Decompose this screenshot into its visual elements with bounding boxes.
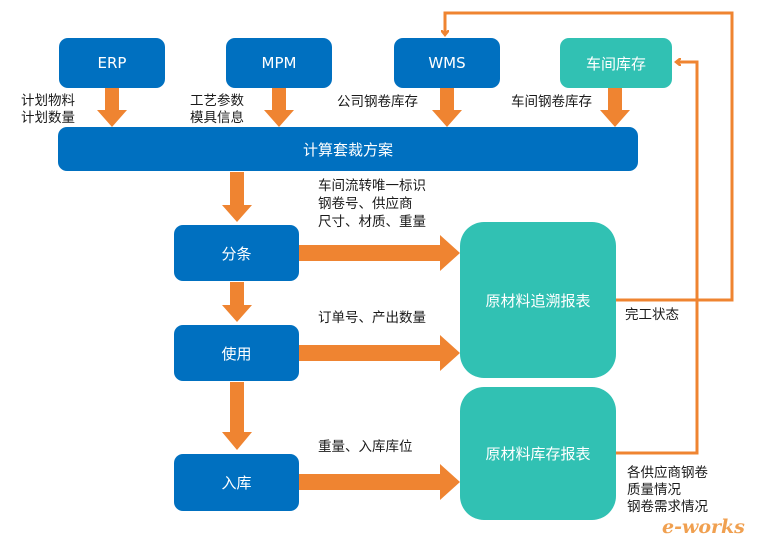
- process-label: 分条: [221, 244, 252, 263]
- plan-label: 计算套裁方案: [302, 140, 393, 159]
- eworks-watermark: e-works: [662, 516, 745, 538]
- process-label: 使用: [221, 344, 252, 363]
- use-flow-label: 订单号、产出数量: [318, 310, 426, 326]
- report-box-inventory: 原材料库存报表: [460, 387, 616, 520]
- process-box-slitting: 分条: [174, 225, 299, 281]
- arrow-mpm-to-plan: [264, 88, 294, 127]
- report-label: 原材料追溯报表: [485, 291, 591, 310]
- arrow-wms-to-plan: [432, 88, 462, 127]
- system-label: ERP: [97, 54, 127, 72]
- system-box-workshop-inventory: 车间库存: [560, 38, 672, 88]
- report-box-traceability: 原材料追溯报表: [460, 222, 616, 378]
- process-label: 入库: [221, 474, 252, 492]
- arrow-slitting-to-use: [222, 282, 252, 322]
- system-box-erp: ERP: [59, 38, 165, 88]
- system-box-mpm: MPM: [226, 38, 332, 88]
- feedback-line-to-workshop: [615, 62, 699, 455]
- erp-output-label: 计划物料 计划数量: [21, 93, 75, 126]
- wms-output-label: 公司钢卷库存: [337, 94, 418, 110]
- watermark-text: e-works: [662, 516, 745, 538]
- trace-feedback-label: 完工状态: [625, 307, 679, 323]
- arrow-erp-to-plan: [97, 88, 127, 127]
- report-label: 原材料库存报表: [485, 445, 591, 463]
- slitting-flow-label: 车间流转唯一标识 钢卷号、供应商 尺寸、材质、重量: [318, 178, 426, 230]
- system-label: WMS: [428, 54, 466, 72]
- process-box-use: 使用: [174, 325, 299, 381]
- plan-bar: 计算套裁方案: [58, 127, 638, 171]
- arrow-use-to-storage: [222, 382, 252, 450]
- arrow-slitting-to-trace: [299, 235, 460, 271]
- system-label: MPM: [261, 54, 297, 72]
- arrow-workshop-to-plan: [600, 88, 630, 127]
- system-label: 车间库存: [585, 54, 646, 73]
- workshop-output-label: 车间钢卷库存: [511, 94, 592, 110]
- process-box-storage: 入库: [174, 454, 299, 511]
- mpm-output-label: 工艺参数 模具信息: [190, 93, 244, 126]
- inventory-feedback-label: 各供应商钢卷 质量情况 钢卷需求情况: [627, 465, 708, 515]
- arrow-plan-to-slitting: [222, 172, 252, 222]
- arrow-storage-to-stock: [299, 464, 460, 500]
- arrow-use-to-trace: [299, 335, 460, 371]
- system-box-wms: WMS: [394, 38, 500, 88]
- storage-flow-label: 重量、入库库位: [318, 439, 413, 455]
- feedback-line-to-wms: [445, 11, 734, 302]
